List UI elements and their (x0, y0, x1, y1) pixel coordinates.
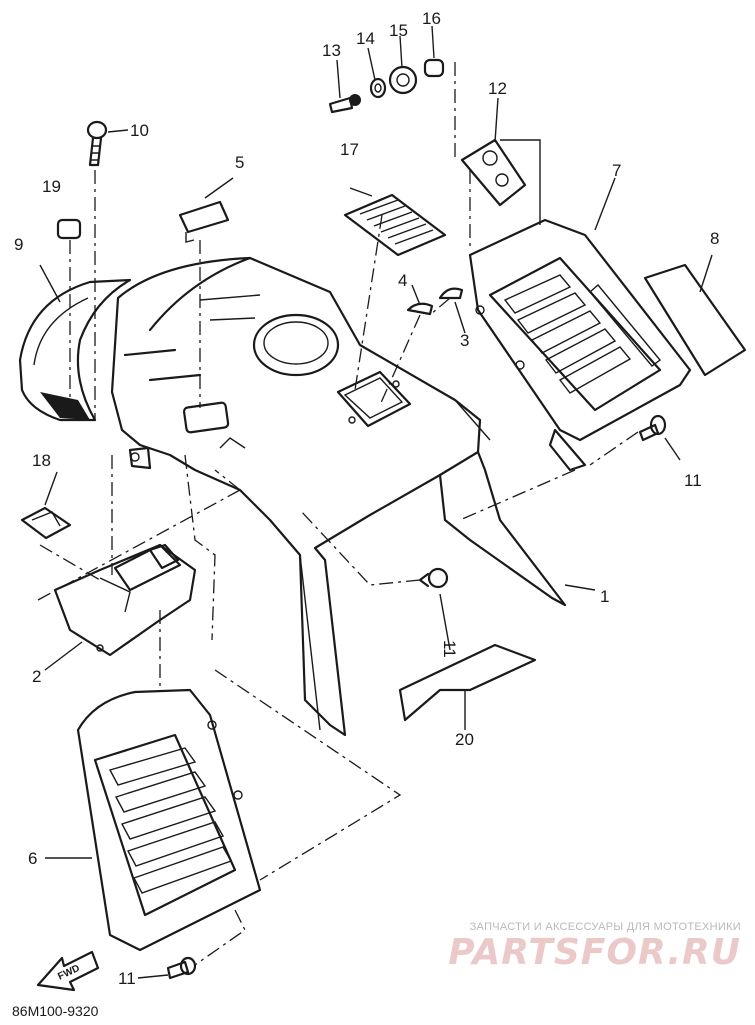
part-11-bolt-lower (166, 956, 197, 980)
drawing-code: 86M100-9320 (12, 1003, 99, 1019)
part-16-collar (423, 58, 445, 78)
callout-11-right: 11 (684, 471, 702, 490)
part-10-screw (86, 120, 108, 167)
part-3-clip (438, 287, 464, 300)
part-15-grommet (388, 65, 418, 95)
assembly-lines (37, 62, 639, 966)
callout-1: 1 (600, 587, 609, 606)
callouts: 1 2 3 4 5 6 7 8 9 10 11 11 11 12 13 14 1… (14, 9, 719, 988)
callout-7: 7 (612, 161, 621, 180)
part-13-bolt (328, 94, 361, 114)
part-14-washer (369, 77, 387, 99)
watermark-brand: PARTSFOR.RU (448, 932, 741, 973)
watermark-tagline: ЗАПЧАСТИ И АКСЕССУАРЫ ДЛЯ МОТОТЕХНИКИ (469, 921, 741, 933)
watermark: ЗАПЧАСТИ И АКСЕССУАРЫ ДЛЯ МОТОТЕХНИКИ PA… (448, 921, 741, 973)
callout-2: 2 (32, 667, 41, 686)
callout-4: 4 (398, 271, 407, 290)
callout-13: 13 (322, 41, 341, 60)
part-1-front-body (110, 256, 567, 737)
part-17-label (343, 193, 447, 257)
callout-9: 9 (14, 235, 23, 254)
callout-6: 6 (28, 849, 37, 868)
callout-18: 18 (32, 451, 51, 470)
leader-lines (39, 25, 713, 979)
part-4-clip (406, 302, 434, 316)
part-20-trim-plate (398, 643, 537, 722)
part-9-left-cowl (18, 278, 132, 422)
callout-3: 3 (460, 331, 469, 350)
callout-5: 5 (235, 153, 244, 172)
part-11-bolt-right (638, 414, 667, 442)
callout-11-center: 11 (440, 640, 459, 658)
callout-20: 20 (455, 730, 474, 749)
part-2-lower-panel (53, 543, 197, 657)
part-12-bracket (460, 138, 527, 207)
part-18-label (20, 506, 72, 540)
callout-14: 14 (356, 29, 375, 48)
callout-8: 8 (710, 229, 719, 248)
callout-19: 19 (42, 177, 61, 196)
part-19-grommet (56, 218, 82, 240)
part-11-bolt-center (418, 567, 449, 589)
callout-11-lower: 11 (118, 969, 136, 988)
callout-16: 16 (422, 9, 441, 28)
part-5-clip (178, 200, 230, 243)
part-7-right-grille (468, 218, 692, 472)
callout-15: 15 (389, 21, 408, 40)
part-6-left-grille (76, 688, 262, 952)
part-8-foam-strip (643, 263, 747, 377)
callout-10: 10 (130, 121, 149, 140)
callout-12: 12 (488, 79, 507, 98)
fwd-arrow: FWD (36, 950, 100, 992)
callout-17: 17 (340, 140, 359, 159)
